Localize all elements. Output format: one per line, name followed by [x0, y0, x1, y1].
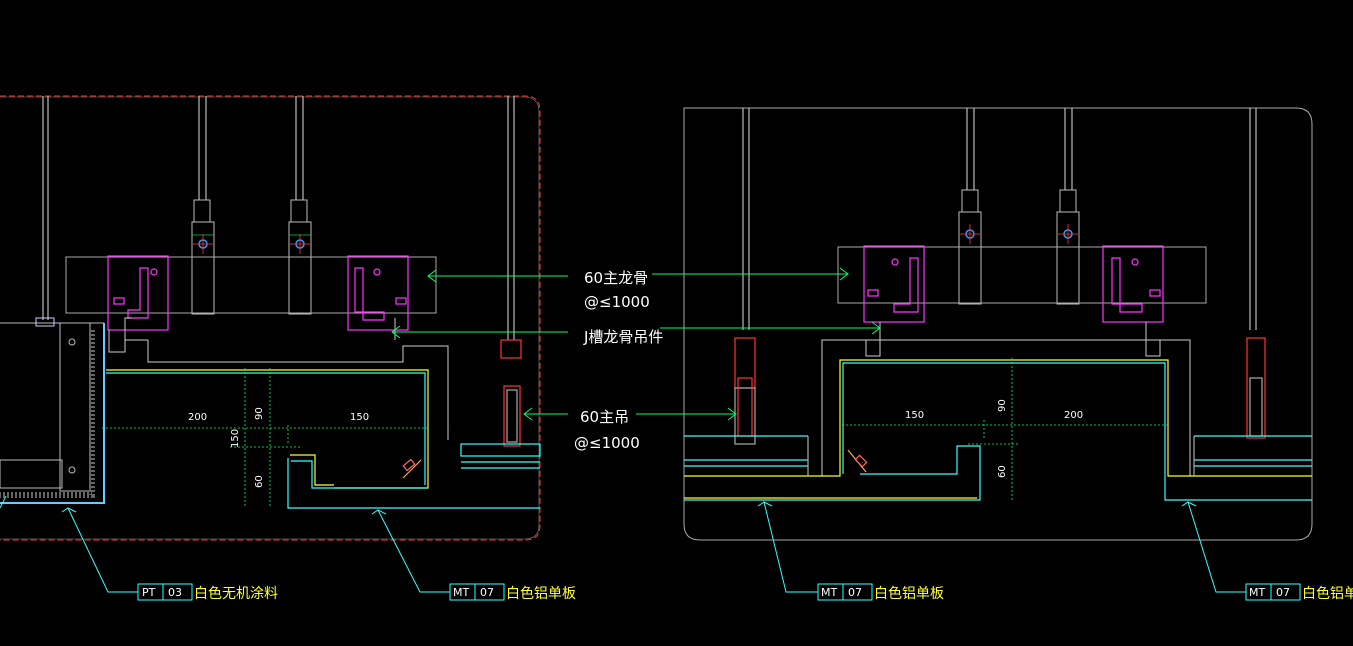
tag-4-desc: 白色铝单板 [1302, 585, 1353, 602]
right-dim-h2: 60 [997, 465, 1008, 478]
right-side-hangers [684, 337, 1312, 476]
tag-3-num: 07 [848, 586, 862, 599]
left-dim-h3: 60 [254, 475, 265, 488]
left-wall-column [0, 317, 104, 492]
left-keel-brackets [107, 255, 409, 331]
left-bolt-marks [193, 234, 310, 254]
right-rod-clamps [958, 189, 1080, 305]
tag-3-code: MT [821, 586, 837, 599]
tag-1-code: PT [142, 586, 156, 599]
left-dim-w2: 150 [350, 412, 369, 423]
right-detail: 150 200 90 60 [683, 107, 1313, 541]
tag-4-num: 07 [1276, 586, 1290, 599]
left-dim-h1: 90 [254, 407, 265, 420]
tag-2-desc: 白色铝单板 [506, 585, 576, 602]
right-bolt-marks [960, 224, 1078, 244]
left-dim-h2: 150 [230, 429, 241, 448]
tag-3-desc: 白色铝单板 [874, 585, 944, 602]
left-dim-w1: 200 [188, 412, 207, 423]
right-main-keel [837, 246, 1207, 304]
note-main-keel-line2: @≤1000 [584, 293, 650, 311]
right-frame-border [683, 107, 1313, 541]
right-dim-w2: 200 [1064, 410, 1083, 421]
note-main-hanger-line2: @≤1000 [574, 434, 640, 452]
note-j-hanger: J槽龙骨吊件 [583, 328, 663, 346]
tag-1: PT 03 白色无机涂料 [137, 583, 278, 602]
right-aluminum-panel [684, 359, 1312, 501]
right-hanger-rods [742, 108, 1257, 330]
right-dim-w1: 150 [905, 410, 924, 421]
center-annotations: 60主龙骨 @≤1000 J槽龙骨吊件 60主吊 @≤1000 [391, 267, 881, 452]
note-main-keel-line1: 60主龙骨 [584, 269, 648, 287]
left-main-keel [65, 256, 437, 314]
left-detail: 200 150 90 150 60 [0, 95, 541, 541]
tag-2: MT 07 白色铝单板 [449, 583, 576, 602]
left-aluminum-panel [106, 369, 540, 509]
tag-2-num: 07 [480, 586, 494, 599]
note-main-hanger-line1: 60主吊 [580, 408, 629, 426]
left-main-hanger [460, 339, 541, 469]
tag-4-code: MT [1249, 586, 1265, 599]
tag-1-num: 03 [168, 586, 182, 599]
left-frame-border [0, 95, 541, 541]
tag-4: MT 07 白色铝单板 [1245, 583, 1353, 602]
tag-3: MT 07 白色铝单板 [817, 583, 944, 602]
left-rod-clamps [191, 199, 312, 315]
material-tags: PT 03 白色无机涂料 MT 07 白色铝单板 MT 07 白色铝单板 MT … [0, 495, 1353, 602]
left-j-channel [108, 317, 449, 440]
left-hanger-rods [42, 96, 515, 340]
tag-2-code: MT [453, 586, 469, 599]
tag-1-desc: 白色无机涂料 [194, 585, 278, 602]
right-keel-brackets [863, 245, 1164, 323]
left-wall-finish [0, 323, 105, 504]
right-j-channel [821, 322, 1191, 476]
right-dim-h1: 90 [997, 399, 1008, 412]
